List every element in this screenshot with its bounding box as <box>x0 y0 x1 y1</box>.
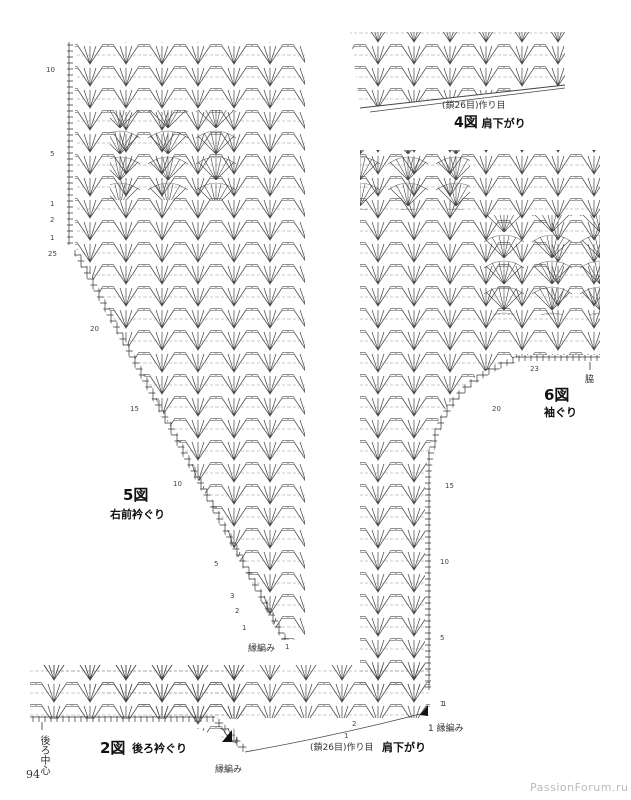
row-marker: 15 <box>445 482 454 490</box>
fig5-chart <box>67 42 305 642</box>
row-marker: 3 <box>230 592 235 600</box>
row-marker: 5 <box>50 150 55 158</box>
fig4-number: 4図 <box>454 115 478 131</box>
fig2-number: 2図 <box>100 739 126 757</box>
row-marker: 1 <box>442 700 447 708</box>
row-marker: 15 <box>130 405 139 413</box>
fig2-edging-right-label: 1 縁編み <box>428 724 464 734</box>
page-number: 94 <box>26 768 40 781</box>
fig4-foundation-label: (鎖26目)作り目 <box>442 101 506 111</box>
row-marker: 20 <box>90 325 99 333</box>
row-marker: 1 <box>50 200 55 208</box>
row-marker: 1 <box>344 732 349 740</box>
fig4-title-text: 肩下がり <box>481 117 526 130</box>
fig4-chart <box>350 32 566 113</box>
row-marker: 10 <box>173 480 182 488</box>
row-marker: 1 <box>242 624 247 632</box>
watermark: PassionForum.ru <box>530 781 629 794</box>
fig6-title: 袖ぐり <box>544 406 577 419</box>
fig6-chart <box>360 150 600 690</box>
back-center-label: 後ろ中心 <box>38 735 49 775</box>
fig2-edging-label: 縁編み <box>215 765 243 775</box>
fig2-foundation-label: (鎖26目)作り目 <box>310 743 374 753</box>
fig6-side-label: 脇 <box>585 375 595 385</box>
row-marker: 25 <box>48 250 57 258</box>
fig4-title: 4図 肩下がり <box>454 112 526 132</box>
row-marker: 1 <box>50 234 55 242</box>
fig2-shoulder-label: 肩下がり <box>382 741 426 754</box>
row-marker: 10 <box>440 558 449 566</box>
row-marker: 2 <box>235 607 240 615</box>
row-marker: 5 <box>214 560 219 568</box>
fig5-edging-label: 縁編み <box>248 644 276 654</box>
row-marker: 1 <box>285 643 290 651</box>
row-marker: 2 <box>50 216 55 224</box>
row-marker: 23 <box>530 365 539 373</box>
fig2-chart <box>30 665 430 753</box>
fig6-number: 6図 <box>544 386 570 404</box>
row-marker: 20 <box>492 405 501 413</box>
row-marker: 1 <box>440 700 445 708</box>
fig2-title: 後ろ衿ぐり <box>132 742 187 755</box>
row-marker: 5 <box>440 634 445 642</box>
fig5-title: 右前衿ぐり <box>110 508 165 521</box>
row-marker: 10 <box>46 66 55 74</box>
row-marker: 2 <box>352 720 357 728</box>
fig5-number: 5図 <box>123 486 149 504</box>
